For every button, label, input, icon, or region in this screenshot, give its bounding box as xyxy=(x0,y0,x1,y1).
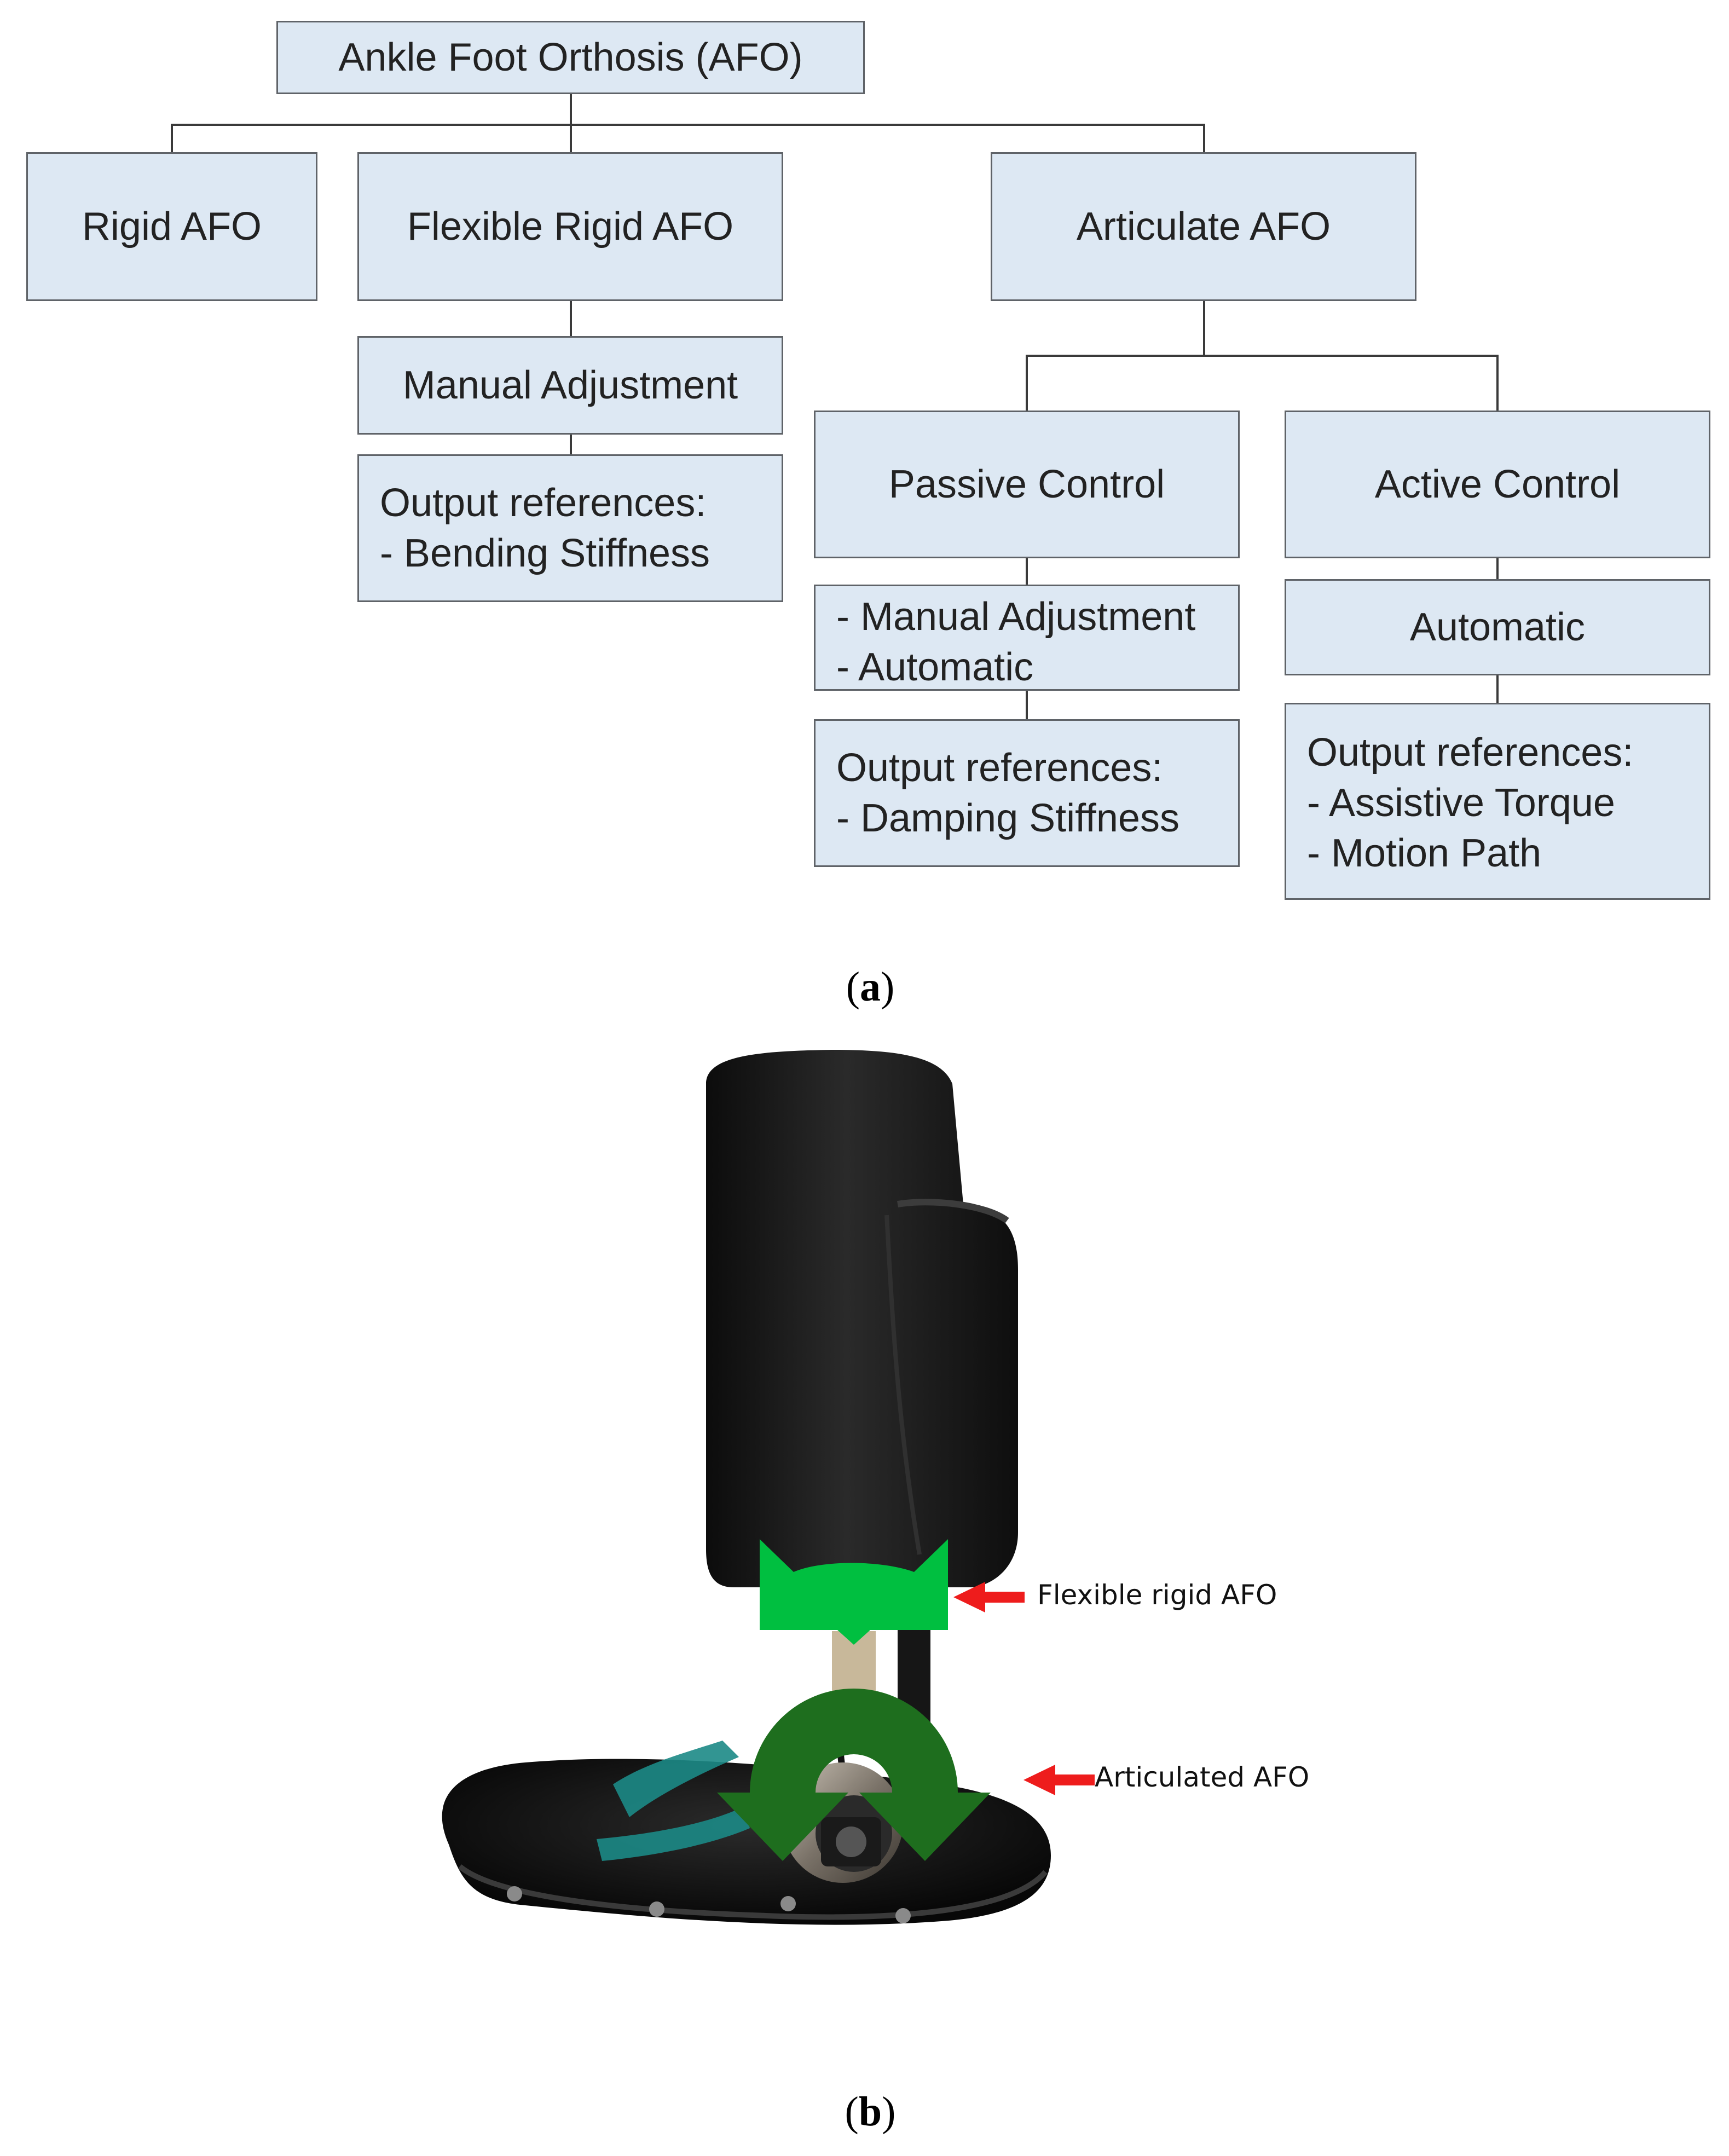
node-label: Passive Control xyxy=(888,463,1165,506)
connector xyxy=(1026,355,1499,357)
node-flexible-output-references: Output references: - Bending Stiffness xyxy=(357,454,783,602)
pointer-arrow-flexible xyxy=(953,1582,1025,1612)
caption-b: (b) xyxy=(845,2089,896,2135)
connector xyxy=(570,300,572,337)
output-item: - Assistive Torque xyxy=(1307,781,1615,825)
articulated-arrow xyxy=(717,1689,991,1861)
connector xyxy=(570,93,572,125)
node-label: Rigid AFO xyxy=(82,205,262,248)
connector xyxy=(570,124,572,153)
node-active-output-references: Output references: - Assistive Torque - … xyxy=(1285,703,1710,900)
output-title: Output references: xyxy=(1307,731,1634,774)
connector xyxy=(1203,124,1205,153)
node-passive-output-references: Output references: - Damping Stiffness xyxy=(814,719,1240,867)
connector xyxy=(1026,690,1028,720)
connector xyxy=(171,124,173,153)
sandal-sole xyxy=(442,1759,1051,1925)
connector xyxy=(570,433,572,455)
connector xyxy=(1496,557,1499,580)
teal-strap xyxy=(597,1741,750,1861)
node-root-afo: Ankle Foot Orthosis (AFO) xyxy=(276,21,865,94)
output-item: - Damping Stiffness xyxy=(836,796,1179,840)
node-label: Active Control xyxy=(1374,463,1621,506)
node-active-control: Active Control xyxy=(1285,411,1710,558)
label-articulated-afo: Articulated AFO xyxy=(1095,1761,1310,1793)
pointer-arrow-articulated xyxy=(1023,1765,1095,1795)
output-item: - Motion Path xyxy=(1307,831,1542,875)
node-flexible-rigid-afo: Flexible Rigid AFO xyxy=(357,152,783,301)
node-flexible-manual-adjustment: Manual Adjustment xyxy=(357,336,783,435)
node-label: Ankle Foot Orthosis (AFO) xyxy=(338,36,803,79)
connector xyxy=(1496,674,1499,704)
mode-item: - Automatic xyxy=(836,645,1034,689)
connector xyxy=(1203,300,1205,356)
node-rigid-afo: Rigid AFO xyxy=(26,152,317,301)
node-label: Articulate AFO xyxy=(1076,205,1331,248)
node-label: Manual Adjustment xyxy=(402,363,738,407)
afo-device-photo xyxy=(442,1050,1095,1925)
output-title: Output references: xyxy=(380,481,707,525)
leg-shell xyxy=(706,1050,1018,1587)
output-item: - Bending Stiffness xyxy=(380,531,710,575)
afo-hierarchy-diagram: Ankle Foot Orthosis (AFO) Rigid AFO Flex… xyxy=(0,0,1729,930)
node-label: Automatic xyxy=(1409,605,1586,649)
node-active-automatic: Automatic xyxy=(1285,579,1710,675)
node-label: Flexible Rigid AFO xyxy=(407,205,734,248)
connector xyxy=(1026,355,1028,412)
mode-item: - Manual Adjustment xyxy=(836,595,1196,639)
node-articulate-afo: Articulate AFO xyxy=(991,152,1416,301)
output-title: Output references: xyxy=(836,746,1163,790)
connector xyxy=(1496,355,1499,412)
node-passive-control: Passive Control xyxy=(814,411,1240,558)
flexible-marker xyxy=(760,1539,948,1645)
connector xyxy=(1026,557,1028,586)
label-flexible-rigid-afo: Flexible rigid AFO xyxy=(1037,1579,1277,1611)
node-passive-modes: - Manual Adjustment - Automatic xyxy=(814,585,1240,691)
caption-a: (a) xyxy=(846,964,895,1010)
connector xyxy=(171,124,1205,126)
